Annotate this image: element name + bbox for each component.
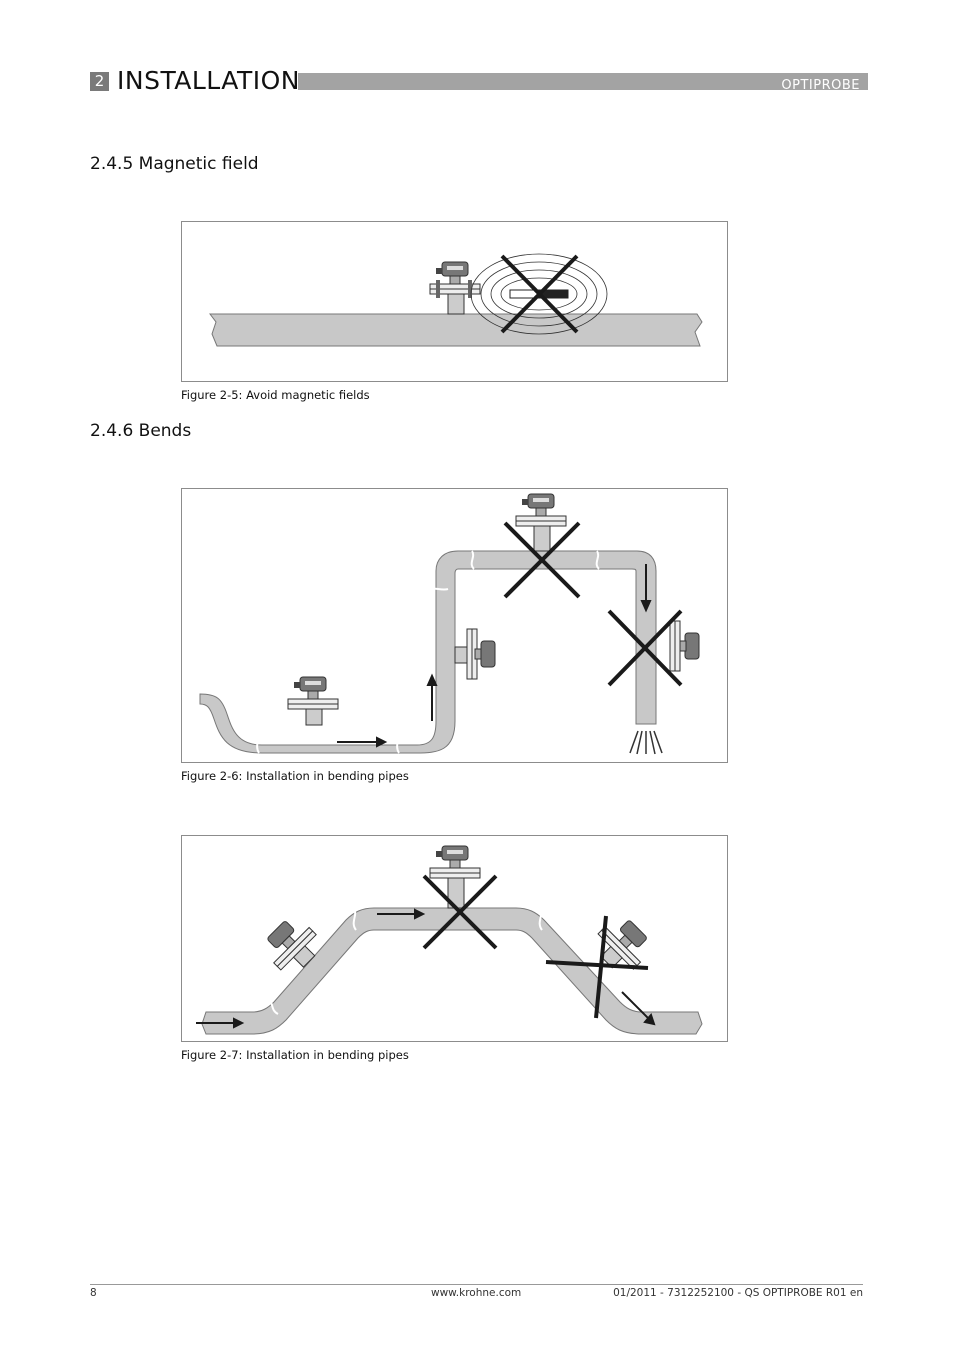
cross-icon — [545, 915, 649, 1019]
section-title-magnetic-field: 2.4.5 Magnetic field — [90, 154, 259, 174]
figure-caption-2-7: Figure 2-7: Installation in bending pipe… — [181, 1048, 409, 1062]
sensor-icon — [287, 676, 339, 726]
cross-icon — [422, 874, 498, 950]
figure-magnetic-field — [181, 221, 728, 382]
sensor-icon — [515, 493, 567, 552]
outflow-icon — [629, 730, 663, 755]
sensor-icon — [429, 261, 481, 315]
cross-icon — [607, 609, 683, 687]
sensor-icon — [597, 920, 647, 970]
cross-icon — [500, 254, 579, 334]
sensor-icon — [454, 628, 496, 680]
product-name: OPTIPROBE — [781, 78, 860, 93]
footer-doc-ref: 01/2011 - 7312252100 - QS OPTIPROBE R01 … — [613, 1287, 863, 1299]
footer-website[interactable]: www.krohne.com — [431, 1287, 522, 1299]
bending-pipes-illustration-1 — [199, 493, 700, 755]
figure-caption-2-5: Figure 2-5: Avoid magnetic fields — [181, 388, 370, 402]
sensor-icon — [267, 921, 317, 971]
figure-caption-2-6: Figure 2-6: Installation in bending pipe… — [181, 769, 409, 783]
chapter-title: INSTALLATION — [117, 66, 300, 95]
page-header: 2 INSTALLATION OPTIPROBE — [90, 66, 868, 95]
sensor-icon — [429, 845, 481, 909]
flow-arrow-icon — [196, 908, 656, 1029]
chapter-number: 2 — [90, 72, 109, 91]
section-title-bends: 2.4.6 Bends — [90, 421, 192, 441]
flow-arrow-icon — [337, 564, 652, 748]
figure-bending-pipes-1 — [181, 488, 728, 763]
figure-bending-pipes-2 — [181, 835, 728, 1042]
sensor-icon — [669, 620, 700, 672]
page-number: 8 — [90, 1287, 97, 1299]
magnetic-field-illustration — [209, 253, 703, 347]
bending-pipes-illustration-2 — [196, 845, 703, 1035]
footer-divider — [90, 1284, 863, 1285]
cross-icon — [503, 521, 581, 599]
header-bar: OPTIPROBE — [298, 73, 868, 93]
